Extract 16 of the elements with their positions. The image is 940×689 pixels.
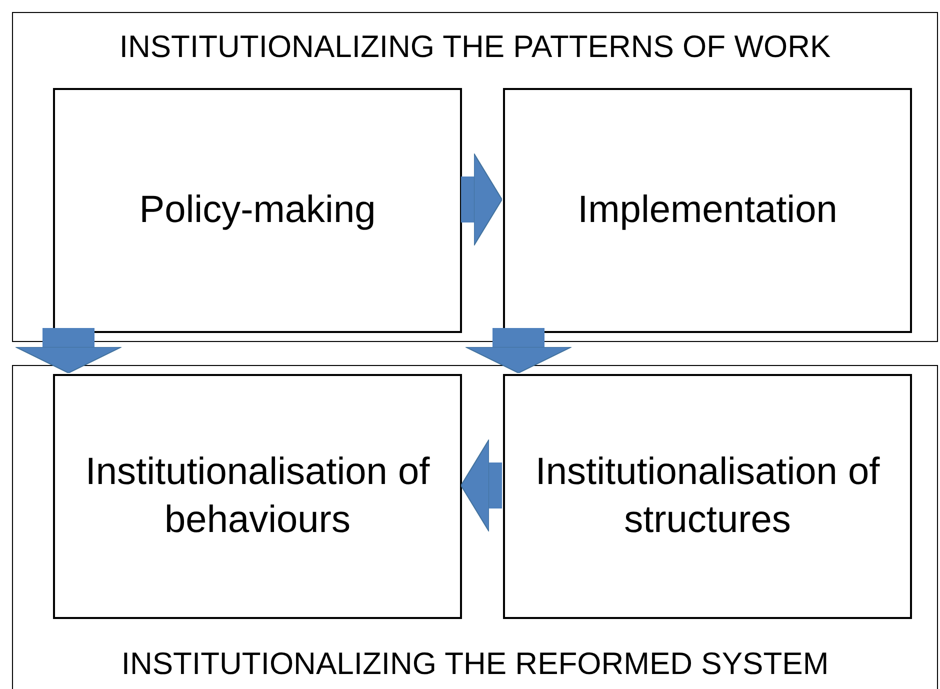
box-label: Policy-making	[138, 188, 377, 233]
block-arrow	[461, 153, 502, 246]
process-box	[503, 374, 912, 619]
box-label: Institutionalisation of behaviours	[84, 450, 431, 542]
group-panel	[12, 365, 938, 689]
box-label: Institutionalisation of structures	[534, 450, 881, 542]
group-heading: INSTITUTIONALIZING THE PATTERNS OF WORK	[118, 29, 832, 65]
group-heading: INSTITUTIONALIZING THE REFORMED SYSTEM	[120, 646, 830, 682]
block-arrow	[460, 439, 502, 532]
block-arrow	[465, 328, 572, 374]
box-label: Implementation	[576, 188, 838, 233]
process-box	[53, 374, 462, 619]
block-arrow	[15, 328, 122, 374]
process-box	[53, 88, 462, 333]
process-box	[503, 88, 912, 333]
group-panel	[12, 12, 938, 342]
